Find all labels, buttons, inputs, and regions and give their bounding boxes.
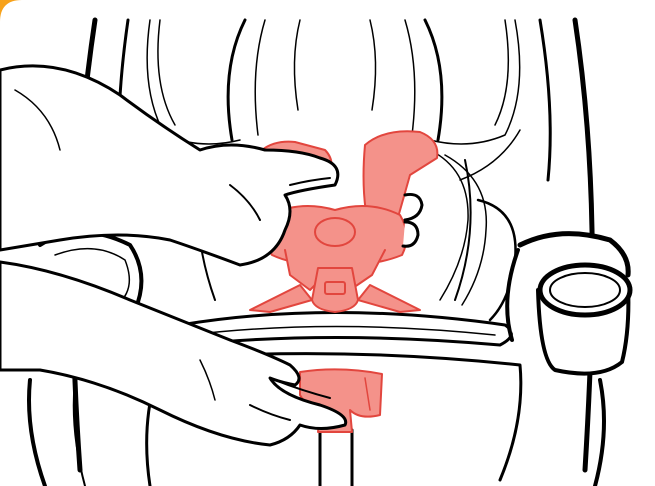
- chest-clip-center: [315, 218, 355, 246]
- buckle-slot: [325, 282, 345, 294]
